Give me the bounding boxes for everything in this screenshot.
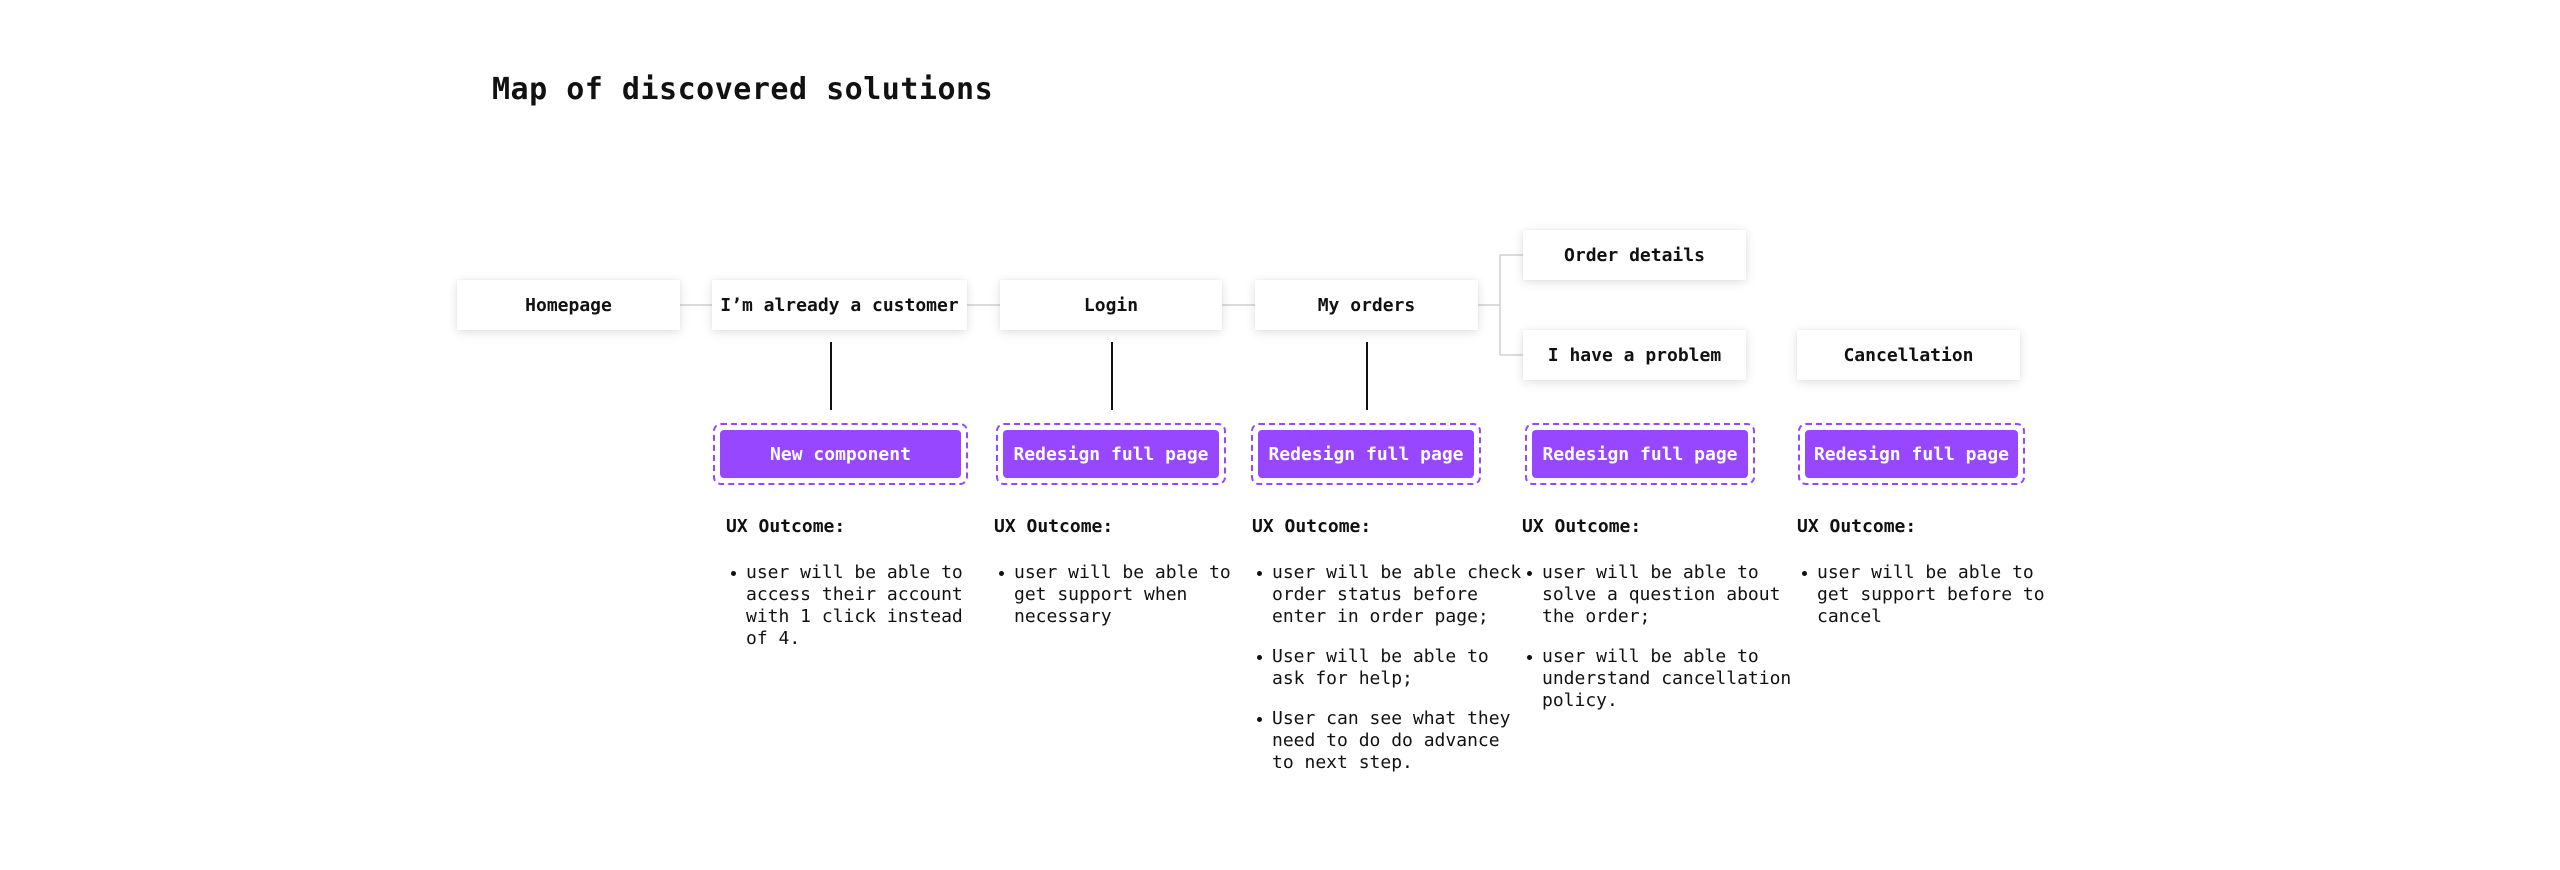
outcome-list: user will be able to get support when ne… xyxy=(994,562,1234,628)
outcome-block-5: UX Outcome: user will be able to get sup… xyxy=(1797,516,2067,646)
node-login[interactable]: Login xyxy=(1000,280,1222,330)
node-already-customer[interactable]: I’m already a customer xyxy=(712,280,967,330)
solution-redesign-cancellation-button[interactable]: Redesign full page xyxy=(1805,430,2018,478)
outcome-item: User can see what they need to do do adv… xyxy=(1252,708,1522,774)
node-i-have-a-problem[interactable]: I have a problem xyxy=(1523,330,1746,380)
outcome-block-1: UX Outcome: user will be able to access … xyxy=(726,516,966,668)
outcome-title: UX Outcome: xyxy=(1797,516,1917,537)
solution-frame-4: Redesign full page xyxy=(1525,423,1755,485)
page-title: Map of discovered solutions xyxy=(492,72,994,107)
outcome-item: user will be able to get support before … xyxy=(1797,562,2067,628)
outcome-list: user will be able to solve a question ab… xyxy=(1522,562,1792,712)
outcome-title: UX Outcome: xyxy=(994,516,1114,537)
outcome-block-4: UX Outcome: user will be able to solve a… xyxy=(1522,516,1792,730)
solution-frame-2: Redesign full page xyxy=(996,423,1226,485)
solution-redesign-orders-button[interactable]: Redesign full page xyxy=(1258,430,1474,478)
outcome-item: user will be able to get support when ne… xyxy=(994,562,1234,628)
solution-new-component-button[interactable]: New component xyxy=(720,430,961,478)
outcome-item: User will be able to ask for help; xyxy=(1252,646,1522,690)
node-cancellation[interactable]: Cancellation xyxy=(1797,330,2020,380)
solution-redesign-login-button[interactable]: Redesign full page xyxy=(1003,430,1219,478)
outcome-list: user will be able to get support before … xyxy=(1797,562,2067,628)
outcome-block-2: UX Outcome: user will be able to get sup… xyxy=(994,516,1234,646)
solution-frame-1: New component xyxy=(713,423,968,485)
node-my-orders[interactable]: My orders xyxy=(1255,280,1478,330)
solution-redesign-problem-button[interactable]: Redesign full page xyxy=(1532,430,1748,478)
outcome-item: user will be able to understand cancella… xyxy=(1522,646,1792,712)
node-order-details[interactable]: Order details xyxy=(1523,230,1746,280)
outcome-title: UX Outcome: xyxy=(1522,516,1642,537)
outcome-item: user will be able to solve a question ab… xyxy=(1522,562,1792,628)
node-homepage[interactable]: Homepage xyxy=(457,280,680,330)
outcome-item: user will be able to access their accoun… xyxy=(726,562,966,650)
outcome-list: user will be able check order status bef… xyxy=(1252,562,1522,774)
solution-frame-5: Redesign full page xyxy=(1798,423,2025,485)
outcome-title: UX Outcome: xyxy=(1252,516,1372,537)
solution-frame-3: Redesign full page xyxy=(1251,423,1481,485)
outcome-list: user will be able to access their accoun… xyxy=(726,562,966,650)
outcome-item: user will be able check order status bef… xyxy=(1252,562,1522,628)
outcome-title: UX Outcome: xyxy=(726,516,846,537)
outcome-block-3: UX Outcome: user will be able check orde… xyxy=(1252,516,1522,792)
connector-orders-branch xyxy=(1478,254,1523,356)
